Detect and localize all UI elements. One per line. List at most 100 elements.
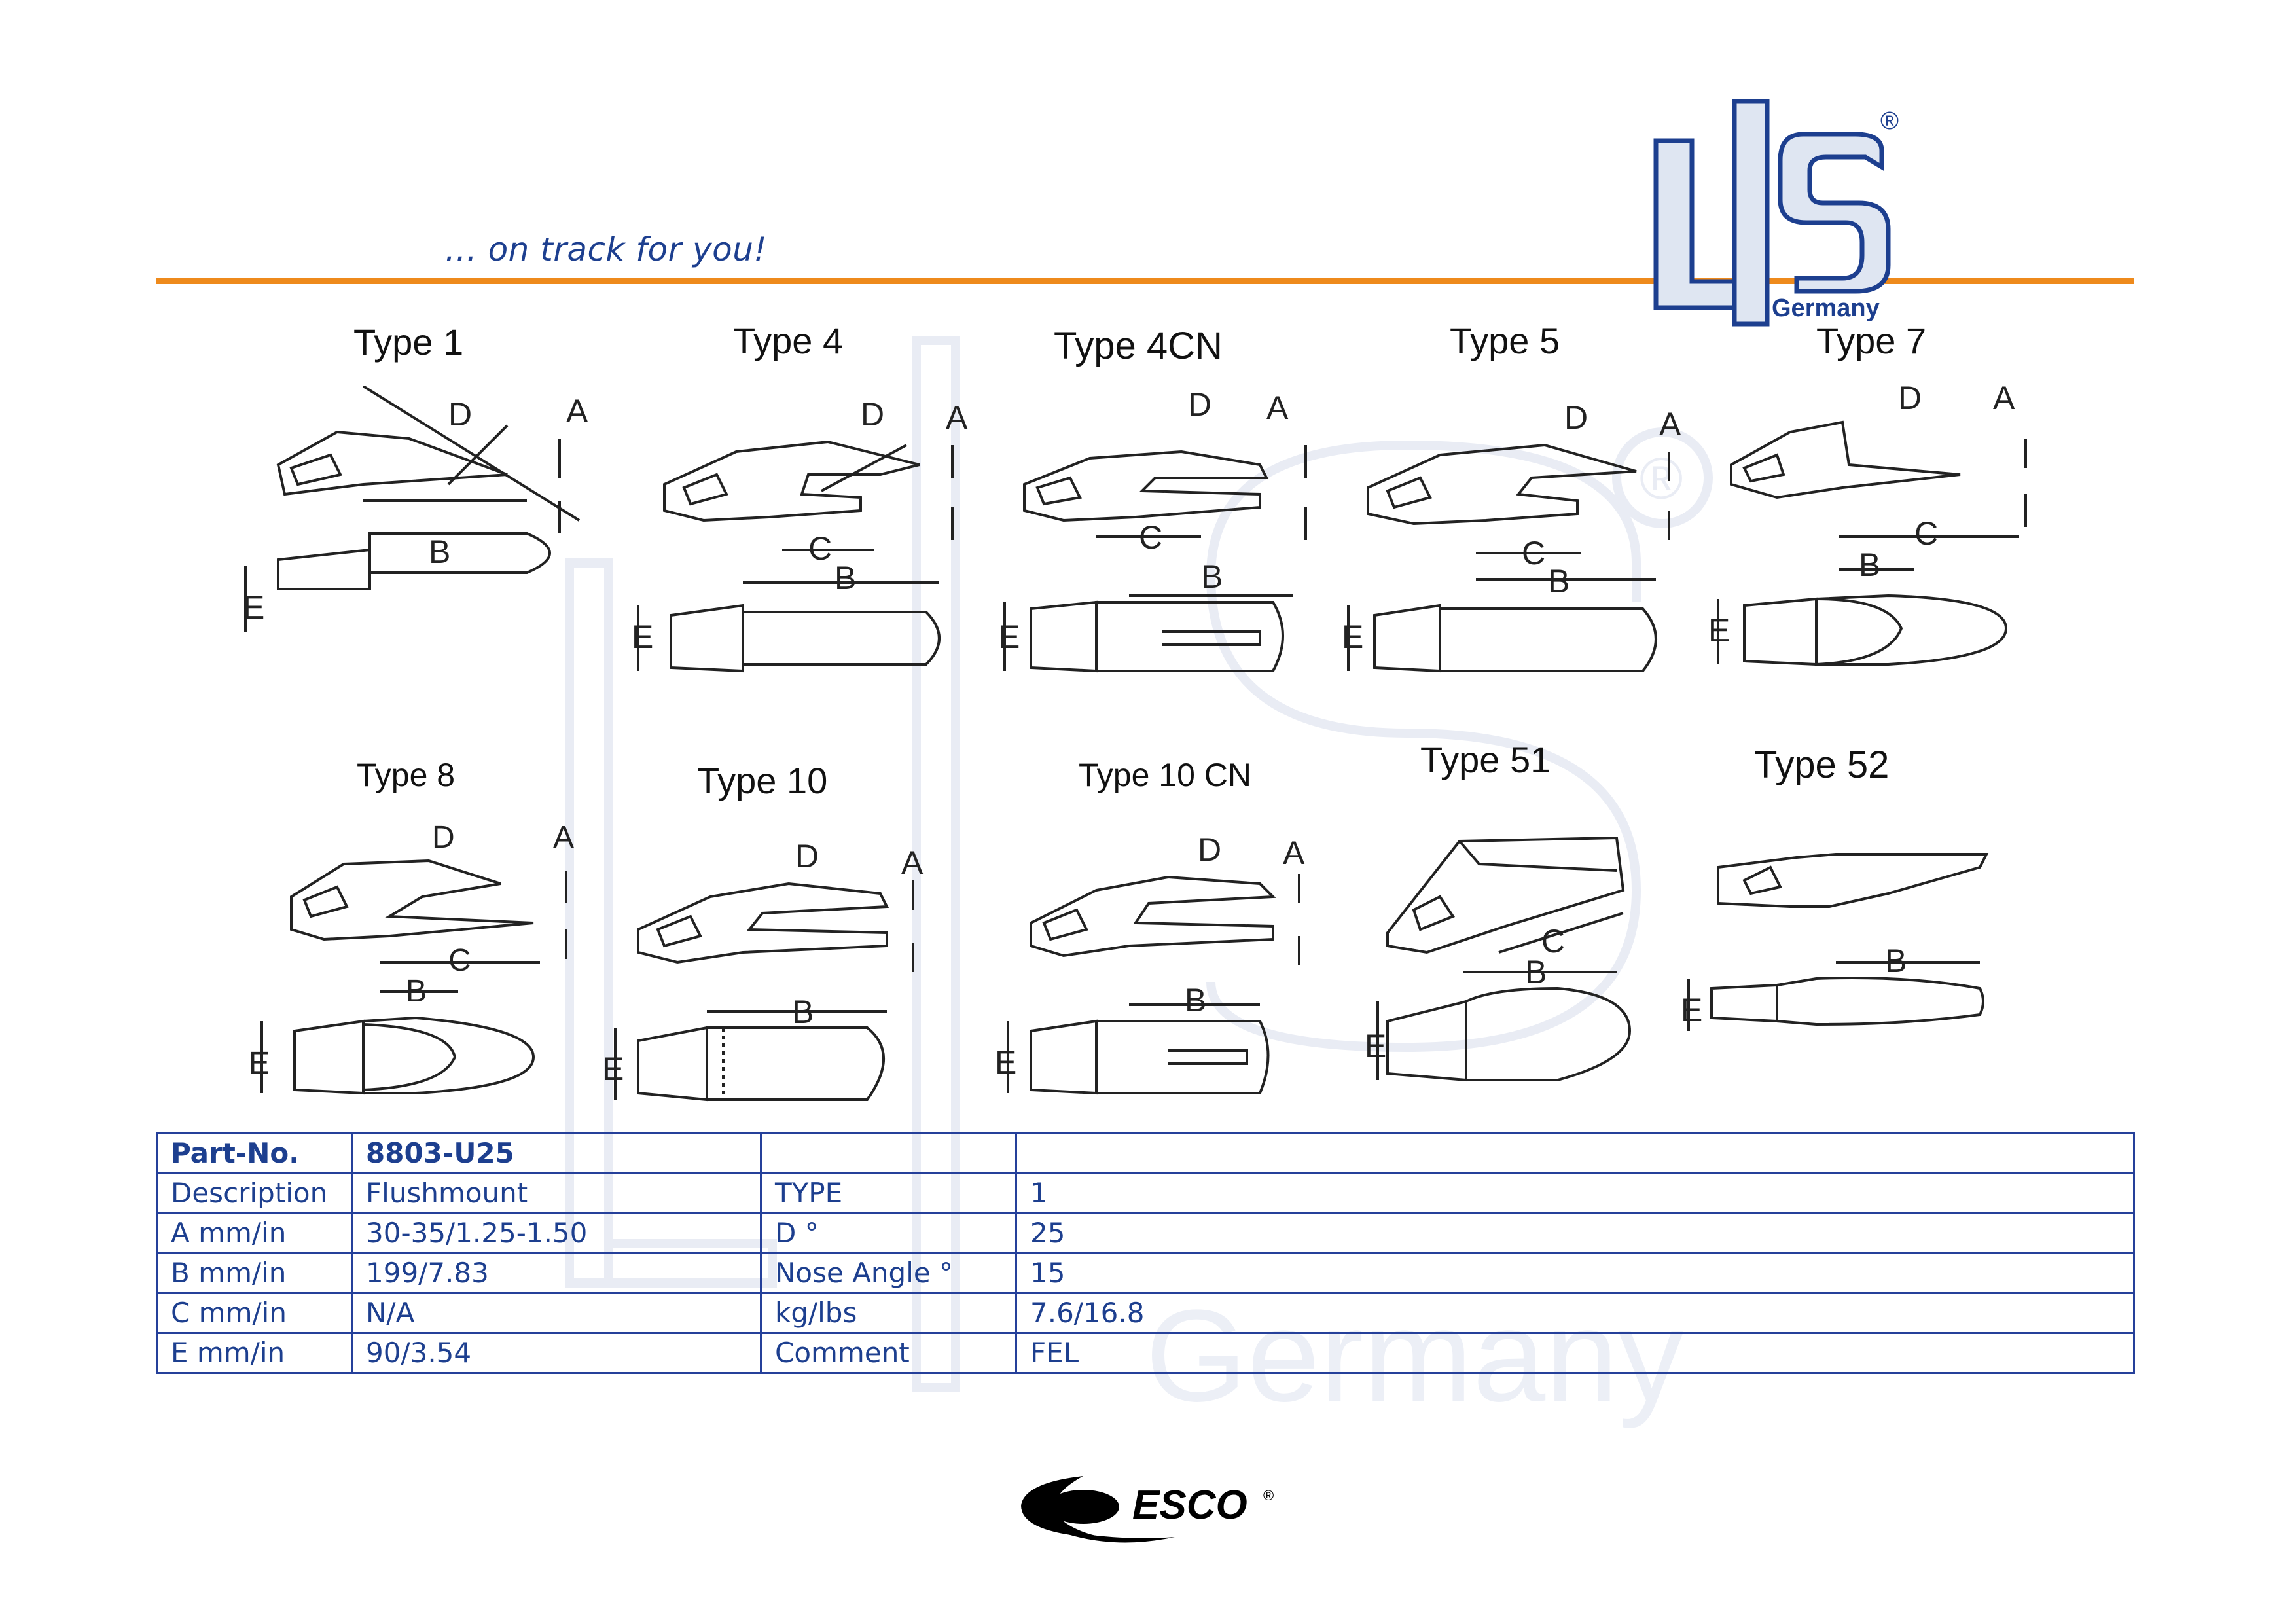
svg-text:B: B (1201, 558, 1223, 595)
table-cell: A mm/in (156, 1212, 353, 1254)
type-10-title: Type 10 (697, 760, 828, 801)
svg-text:B: B (834, 560, 856, 596)
svg-text:B: B (1185, 982, 1206, 1019)
svg-text:E: E (1681, 992, 1702, 1028)
esco-wordmark: ESCO (1132, 1483, 1247, 1528)
svg-text:E: E (995, 1044, 1016, 1081)
table-row: A mm/in 30-35/1.25-1.50 D ° 25 (156, 1212, 2135, 1254)
svg-text:B: B (792, 994, 814, 1030)
svg-text:B: B (1548, 563, 1570, 600)
table-cell: B mm/in (156, 1252, 353, 1294)
part-no-label: Part-No. (156, 1132, 353, 1174)
table-row: B mm/in 199/7.83 Nose Angle ° 15 (156, 1252, 2135, 1294)
tagline: ... on track for you! (445, 230, 767, 268)
svg-text:C: C (1914, 515, 1938, 552)
esco-registered: ® (1263, 1487, 1274, 1504)
table-row: Description Flushmount TYPE 1 (156, 1172, 2135, 1214)
svg-text:C: C (1541, 923, 1565, 960)
type-8-diagram: D A C B E (249, 820, 574, 1095)
svg-text:A: A (1659, 406, 1681, 442)
type-51-diagram: C B E (1365, 836, 1632, 1082)
table-row: C mm/in N/A kg/lbs 7.6/16.8 (156, 1292, 2135, 1334)
svg-text:E: E (602, 1051, 624, 1087)
table-cell (1015, 1132, 2135, 1174)
svg-text:A: A (901, 844, 924, 881)
table-cell: 90/3.54 (351, 1332, 762, 1374)
type-10cn-title: Type 10 CN (1079, 757, 1252, 793)
svg-text:C: C (1522, 535, 1545, 571)
svg-text:C: C (448, 943, 471, 978)
svg-text:E: E (1342, 619, 1363, 655)
svg-text:E: E (249, 1046, 270, 1081)
table-cell: D ° (760, 1212, 1017, 1254)
esco-logo: ESCO ® (1021, 1476, 1274, 1543)
svg-text:E: E (632, 619, 653, 655)
table-row: E mm/in 90/3.54 Comment FEL (156, 1332, 2135, 1374)
type-4-title: Type 4 (733, 320, 844, 361)
svg-text:D: D (1564, 399, 1588, 436)
type-4-diagram: D A C B E (632, 396, 968, 673)
type-10-diagram: D A B E (602, 838, 924, 1102)
type-1-title: Type 1 (353, 321, 464, 363)
table-cell: Description (156, 1172, 353, 1214)
table-cell: 199/7.83 (351, 1252, 762, 1294)
svg-text:A: A (946, 399, 968, 436)
type-51-title: Type 51 (1420, 739, 1551, 780)
orange-divider (156, 278, 2134, 284)
table-cell: 25 (1015, 1212, 2135, 1254)
svg-text:A: A (1993, 380, 2015, 416)
type-7-diagram: D A C B E (1708, 380, 2027, 666)
svg-text:E: E (1708, 612, 1730, 649)
lis-logo: ® Germany (1653, 99, 1899, 327)
type-52-title: Type 52 (1754, 744, 1890, 786)
svg-text:D: D (1198, 831, 1221, 868)
logo-registered: ® (1880, 107, 1899, 135)
type-1-diagram: D A B E (243, 386, 588, 632)
type-10cn-diagram: D A B E (995, 831, 1305, 1095)
label-a: A (566, 393, 588, 429)
table-cell: 15 (1015, 1252, 2135, 1294)
table-cell: TYPE (760, 1172, 1017, 1214)
svg-text:A: A (1283, 835, 1305, 871)
table-cell: C mm/in (156, 1292, 353, 1334)
type-5-diagram: D A C B E (1342, 399, 1681, 673)
table-cell: 30-35/1.25-1.50 (351, 1212, 762, 1254)
type-4cn-diagram: D A C B E (998, 386, 1307, 673)
table-row: Part-No. 8803-U25 (156, 1132, 2135, 1174)
svg-text:A: A (553, 820, 574, 855)
label-d: D (448, 396, 472, 433)
label-e: E (243, 589, 264, 626)
svg-text:C: C (1139, 519, 1162, 556)
table-cell: 1 (1015, 1172, 2135, 1214)
svg-text:D: D (1188, 386, 1211, 423)
watermark-reg: ® (1640, 446, 1683, 512)
svg-text:B: B (1885, 943, 1907, 979)
spec-table: Part-No. 8803-U25 Description Flushmount… (156, 1132, 2135, 1374)
table-cell: Nose Angle ° (760, 1252, 1017, 1294)
part-no-value: 8803-U25 (351, 1132, 762, 1174)
svg-text:D: D (795, 838, 819, 875)
type-5-title: Type 5 (1450, 320, 1560, 361)
svg-text:B: B (1525, 954, 1547, 990)
table-cell: FEL (1015, 1332, 2135, 1374)
svg-text:D: D (861, 396, 884, 433)
table-cell: 7.6/16.8 (1015, 1292, 2135, 1334)
type-7-title: Type 7 (1816, 320, 1927, 361)
table-cell (760, 1132, 1017, 1174)
table-cell: Comment (760, 1332, 1017, 1374)
table-cell: kg/lbs (760, 1292, 1017, 1334)
svg-text:A: A (1266, 389, 1289, 426)
type-4cn-title: Type 4CN (1054, 325, 1223, 367)
svg-text:E: E (998, 619, 1020, 655)
type-8-title: Type 8 (357, 757, 456, 793)
logo-germany: Germany (1772, 295, 1880, 322)
table-cell: N/A (351, 1292, 762, 1334)
table-cell: E mm/in (156, 1332, 353, 1374)
label-b: B (429, 533, 450, 570)
svg-text:E: E (1365, 1028, 1386, 1064)
svg-text:B: B (406, 974, 427, 1009)
svg-text:D: D (1898, 380, 1922, 416)
table-cell: Flushmount (351, 1172, 762, 1214)
svg-text:B: B (1859, 547, 1880, 583)
type-52-diagram: B E (1681, 853, 1989, 1031)
